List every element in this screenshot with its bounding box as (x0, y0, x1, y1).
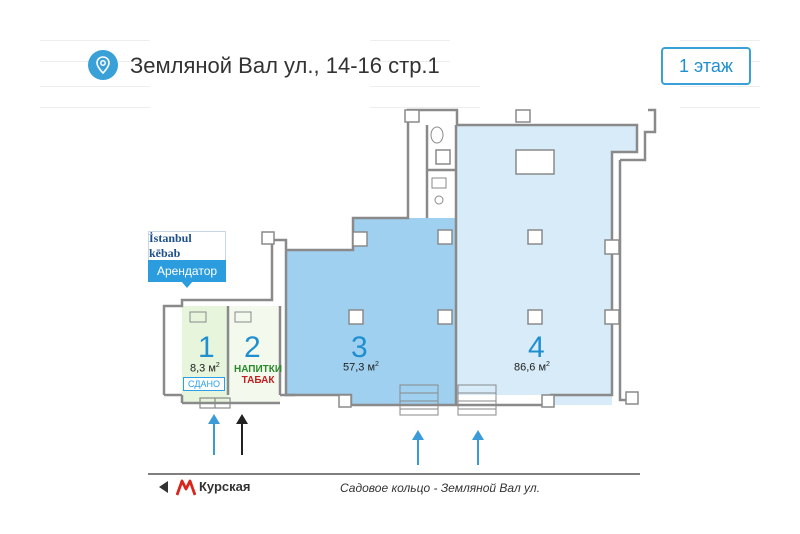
metro-station-name: Курская (199, 479, 251, 494)
unit-1-area-label: 8,3 м2 (190, 362, 220, 375)
tenant-pointer-icon (181, 281, 193, 288)
unit-2-area[interactable] (228, 306, 280, 403)
tenant-callout: İstanbul kēbab Арендатор (148, 231, 226, 288)
address-title: Земляной Вал ул., 14-16 стр.1 (130, 53, 440, 78)
unit-4-area[interactable] (457, 125, 637, 405)
watermark (680, 86, 760, 108)
floor-selector-button[interactable]: 1 этаж (661, 47, 751, 85)
unit-3-number: 3 (351, 331, 368, 364)
street-name: Садовое кольцо - Земляной Вал ул. (340, 481, 541, 495)
unit-2-sign-line2: ТАБАК (241, 375, 275, 386)
location-pin-icon (88, 50, 118, 80)
unit-2-sign: НАПИТКИ ТАБАК (234, 364, 282, 386)
tenant-label: Арендатор (148, 260, 226, 282)
direction-arrow-icon (159, 481, 168, 493)
unit-2-number: 2 (244, 331, 261, 364)
unit-4-area-label: 86,6 м2 (514, 361, 550, 374)
watermark (370, 40, 450, 62)
unit-1-status-badge: СДАНО (183, 377, 225, 391)
unit-2-sign-line1: НАПИТКИ (234, 364, 283, 375)
unit-4-number: 4 (528, 331, 545, 364)
unit-3-area-label: 57,3 м2 (343, 361, 379, 374)
watermark (370, 86, 480, 108)
unit-3-area[interactable] (286, 218, 456, 405)
tenant-logo: İstanbul kēbab (148, 231, 226, 260)
metro-icon (176, 479, 196, 496)
watermark (40, 86, 150, 108)
unit-1-number: 1 (198, 331, 215, 364)
